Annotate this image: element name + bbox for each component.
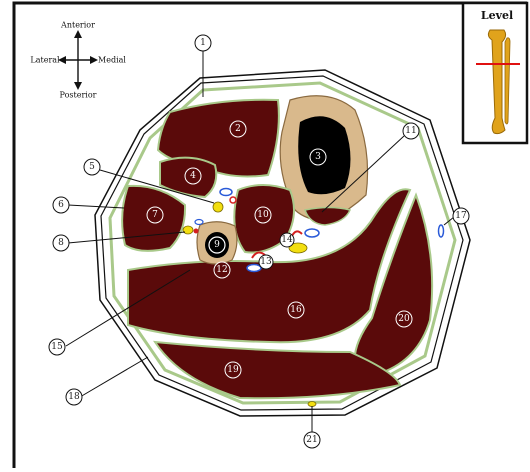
label-17: 17 xyxy=(455,211,467,221)
label-21: 21 xyxy=(306,435,317,445)
nerve-8 xyxy=(183,226,193,234)
label-12: 12 xyxy=(216,265,227,275)
label-20: 20 xyxy=(398,314,410,324)
label-16: 16 xyxy=(290,305,302,315)
vein-5 xyxy=(220,189,232,196)
label-3: 3 xyxy=(315,152,321,162)
label-10: 10 xyxy=(257,210,269,220)
level-title: Level xyxy=(481,9,513,22)
label-2: 2 xyxy=(235,124,241,134)
label-11: 11 xyxy=(405,126,416,136)
vein-8 xyxy=(195,220,203,225)
label-6: 6 xyxy=(58,200,64,210)
label-4: 4 xyxy=(190,171,196,181)
label-14: 14 xyxy=(281,235,293,245)
nerve-21 xyxy=(308,402,316,407)
label-1: 1 xyxy=(200,38,206,48)
nerve-5 xyxy=(213,202,223,212)
vein-17 xyxy=(439,225,444,237)
label-9: 9 xyxy=(214,240,220,250)
label-13: 13 xyxy=(260,257,272,267)
posterior-label: Posterior xyxy=(60,91,97,100)
vein-13 xyxy=(247,265,261,272)
medial-label: Medial xyxy=(98,56,126,65)
orientation-compass: Anterior Posterior Lateral Medial xyxy=(30,21,126,100)
label-18: 18 xyxy=(68,392,80,402)
level-inset: Level xyxy=(463,3,527,143)
anterior-label: Anterior xyxy=(60,21,95,30)
label-5: 5 xyxy=(89,162,95,172)
vein-14 xyxy=(305,229,319,237)
label-8: 8 xyxy=(58,238,64,248)
artery-8 xyxy=(194,229,199,234)
lateral-label: Lateral xyxy=(30,56,60,65)
label-19: 19 xyxy=(227,365,239,375)
label-7: 7 xyxy=(152,210,158,220)
artery-5 xyxy=(230,197,236,203)
label-15: 15 xyxy=(51,342,63,352)
